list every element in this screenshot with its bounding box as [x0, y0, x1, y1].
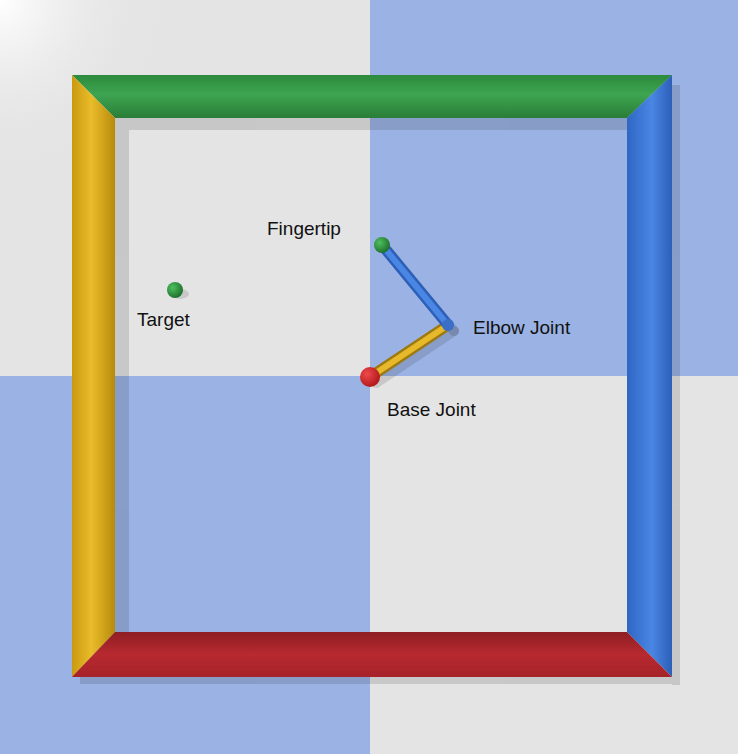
bottom-wall [72, 632, 672, 677]
base-joint [360, 367, 380, 387]
part-label: Target [137, 310, 190, 331]
target-sphere [167, 282, 183, 298]
elbow-joint [442, 319, 454, 331]
left-wall [72, 75, 115, 677]
part-label: Fingertip [267, 219, 341, 240]
upper-link [370, 325, 448, 377]
part-label: Elbow Joint [473, 318, 570, 339]
right-wall [627, 75, 672, 677]
top-wall [72, 75, 672, 118]
lower-link [382, 245, 448, 325]
fingertip-sphere [374, 237, 390, 253]
part-label: Base Joint [387, 400, 476, 421]
